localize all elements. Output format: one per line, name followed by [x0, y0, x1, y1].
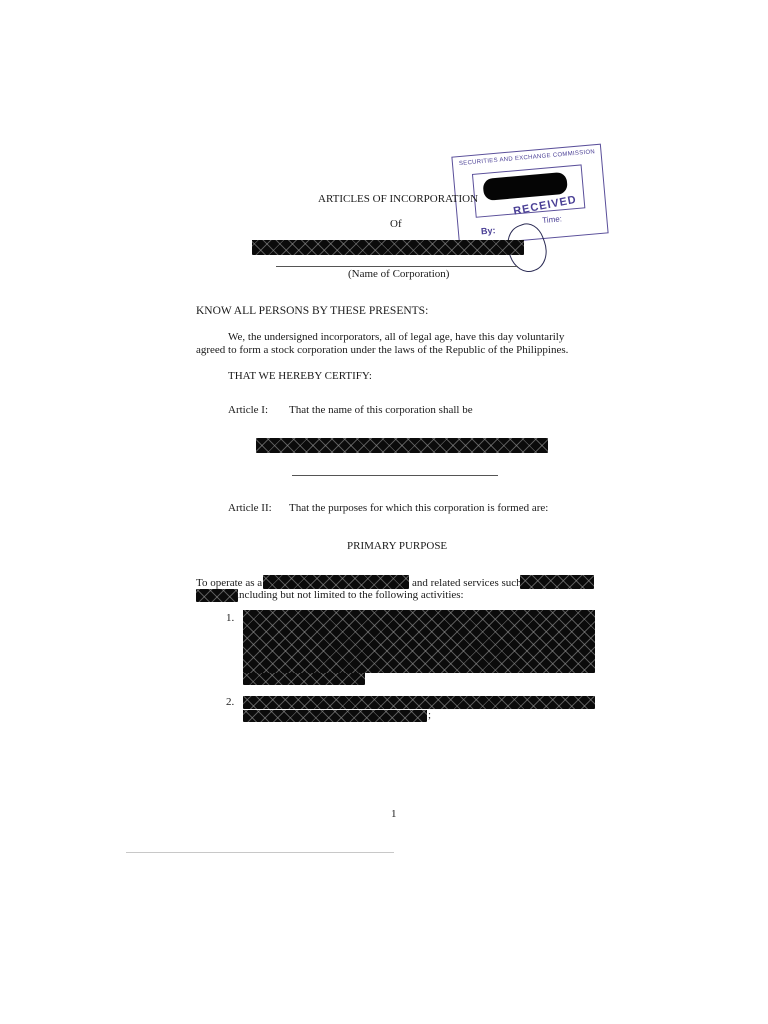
article-1-text: That the name of this corporation shall …	[289, 404, 473, 416]
item-2-number: 2.	[226, 696, 235, 708]
know-all-heading: KNOW ALL PERSONS BY THESE PRESENTS:	[196, 305, 429, 317]
stamp-time-label: Time:	[541, 214, 563, 226]
redacted-operation-type	[263, 575, 409, 589]
article-2-label: Article II:	[228, 502, 272, 514]
item-2-end: ;	[428, 709, 432, 721]
document-title: ARTICLES OF INCORPORATION	[318, 193, 479, 205]
item-1-number: 1.	[226, 612, 235, 624]
redacted-item-1-tail	[243, 673, 365, 685]
redacted-services-a	[520, 575, 594, 589]
redacted-services-b	[196, 589, 238, 602]
page-number: 1	[391, 808, 397, 820]
primary-purpose-heading: PRIMARY PURPOSE	[347, 540, 448, 552]
title-of: Of	[390, 218, 402, 230]
redacted-item-2-line-1	[243, 696, 595, 709]
name-underline	[276, 266, 518, 267]
certify-heading: THAT WE HEREBY CERTIFY:	[228, 370, 372, 382]
redacted-article-1-name	[256, 438, 548, 453]
paragraph-line-1: We, the undersigned incorporators, all o…	[228, 331, 565, 343]
paragraph-line-2: agreed to form a stock corporation under…	[196, 344, 569, 356]
redacted-corporation-name	[252, 240, 524, 255]
redacted-item-1-block	[243, 610, 595, 673]
stamp-by-label: By:	[480, 225, 496, 237]
operate-text-b: and related services such	[412, 577, 522, 589]
redacted-item-2-line-2	[243, 710, 427, 722]
including-text: including but not limited to the followi…	[236, 589, 464, 601]
operate-text-a: To operate as a	[196, 577, 263, 589]
article-2-text: That the purposes for which this corpora…	[289, 502, 549, 514]
name-caption: (Name of Corporation)	[348, 268, 450, 280]
article-1-label: Article I:	[228, 404, 269, 416]
scan-artifact-line	[126, 852, 394, 853]
article-1-underline	[292, 475, 498, 476]
